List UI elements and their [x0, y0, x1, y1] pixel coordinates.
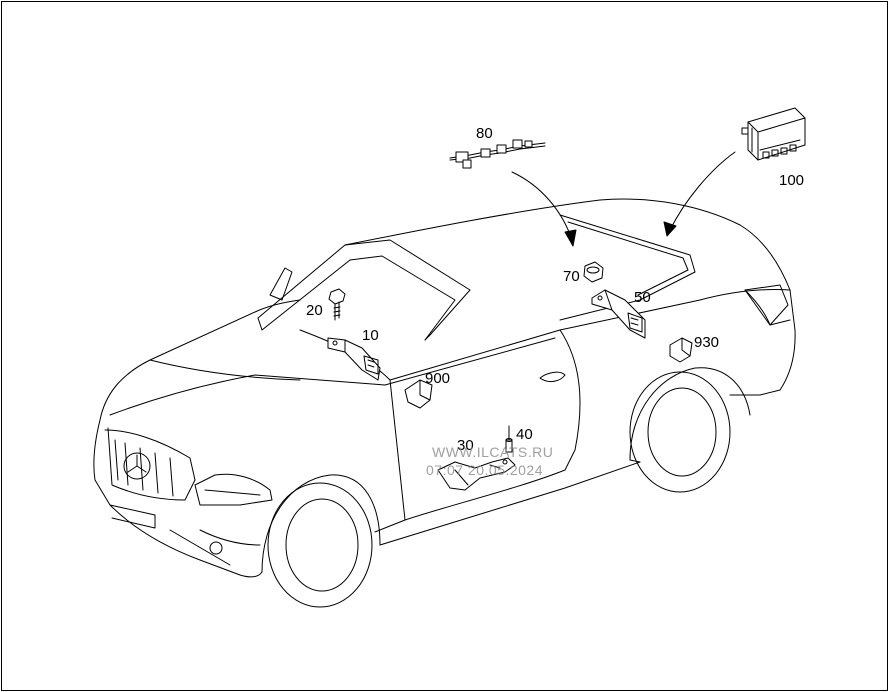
callout-900: 900 — [425, 370, 451, 387]
part-20-bolt — [328, 288, 346, 321]
car-body-outline — [93, 198, 796, 608]
callout-100: 100 — [779, 172, 805, 189]
part-50-bracket — [591, 289, 646, 339]
callout-10: 10 — [362, 327, 379, 344]
watermark-timestamp: 07:07 20.05.2024 — [426, 462, 543, 478]
part-70-nut — [583, 261, 604, 283]
arrow-80-to-roof — [511, 171, 577, 247]
part-930-sensor — [669, 337, 693, 363]
callout-30: 30 — [457, 437, 474, 454]
part-900-sensor — [404, 379, 433, 409]
callout-70: 70 — [563, 268, 580, 285]
part-100-control-unit — [741, 107, 806, 161]
part-80-wiring-harness — [449, 139, 546, 169]
callout-80: 80 — [476, 125, 493, 142]
part-40-pin — [505, 425, 513, 453]
watermark-site: WWW.ILCATS.RU — [432, 444, 554, 460]
callout-40: 40 — [516, 426, 533, 443]
part-10-bracket — [327, 337, 381, 381]
arrow-100-to-rear — [663, 151, 736, 237]
callout-20: 20 — [306, 302, 323, 319]
callout-50: 50 — [634, 289, 651, 306]
part-30-bracket — [437, 457, 516, 491]
callout-930: 930 — [694, 334, 720, 351]
